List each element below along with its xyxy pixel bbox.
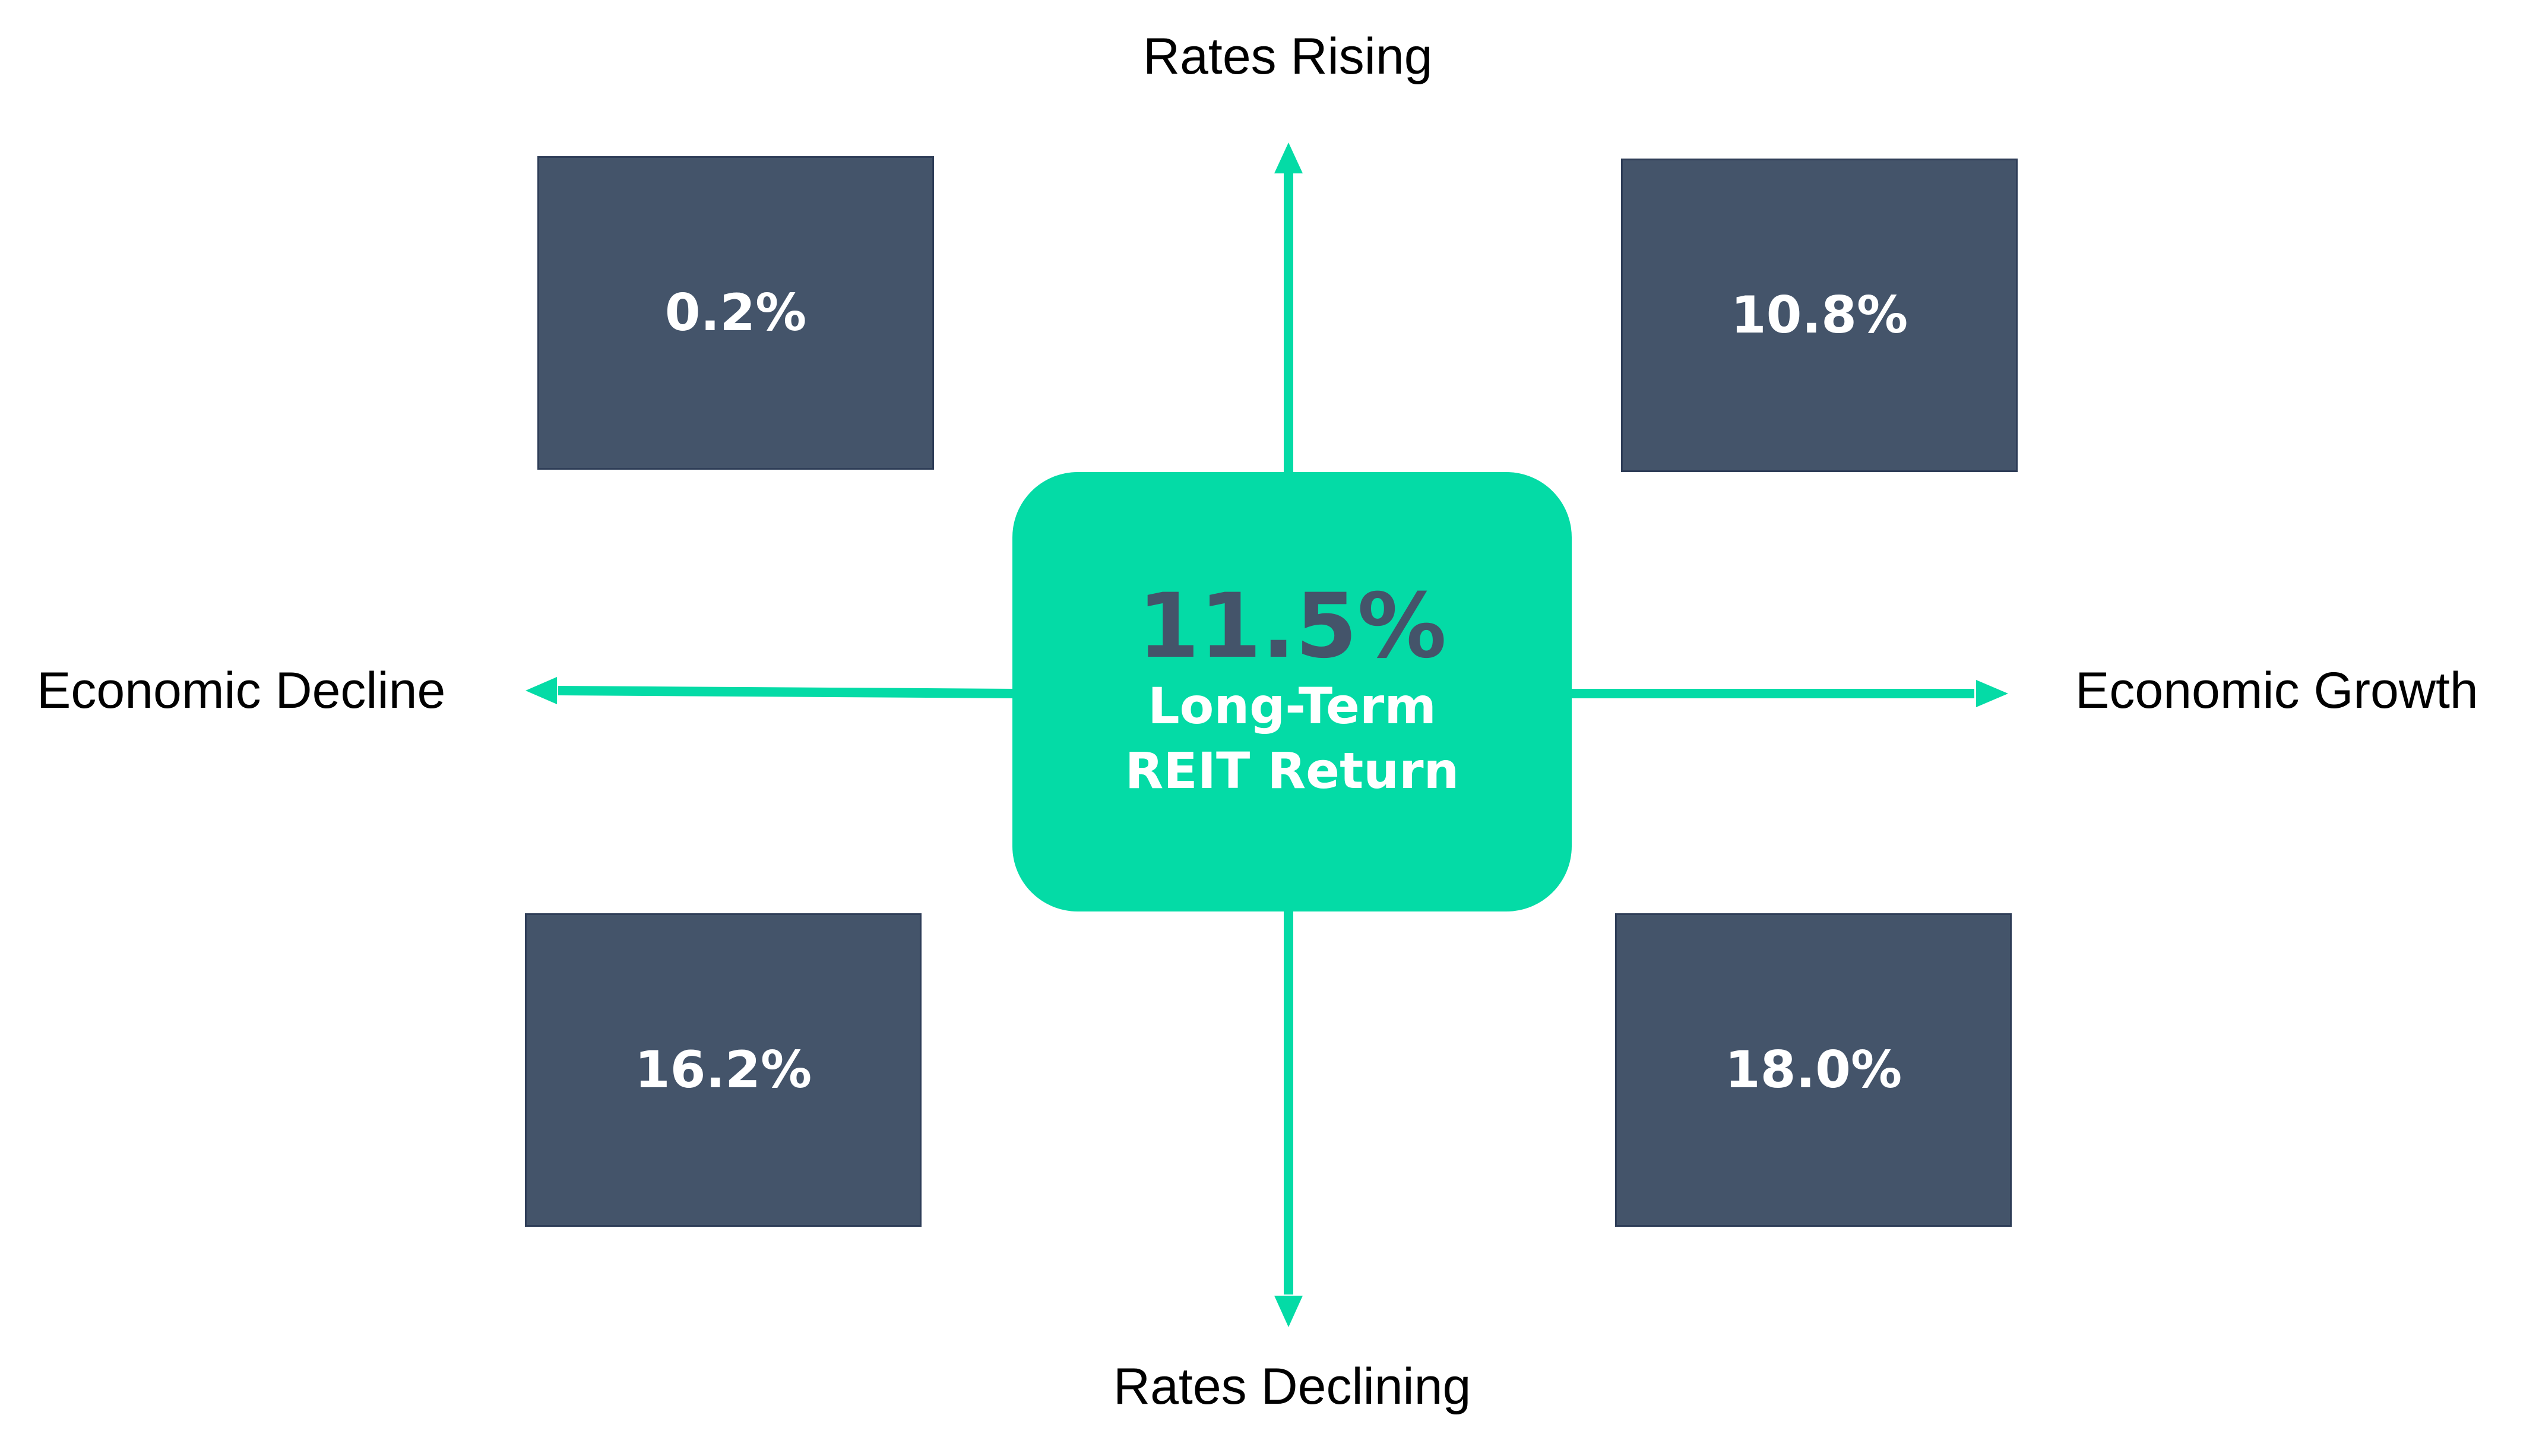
arrowhead-down xyxy=(1274,1296,1303,1327)
center-label-line1: Long-Term xyxy=(1148,676,1436,735)
arrowhead-right xyxy=(1976,680,2008,707)
center-label-line2: REIT Return xyxy=(1125,741,1460,800)
quadrant-bottom-left: 16.2% xyxy=(525,913,922,1227)
arrow-economic-decline xyxy=(558,686,1016,698)
center-reit-return-box: 11.5% Long-Term REIT Return xyxy=(1012,472,1572,911)
quadrant-bottom-right: 18.0% xyxy=(1615,913,2012,1227)
quadrant-value: 16.2% xyxy=(634,1040,812,1100)
label-rates-declining: Rates Declining xyxy=(1113,1358,1471,1415)
label-economic-growth: Economic Growth xyxy=(2075,662,2478,719)
arrowhead-up xyxy=(1274,143,1303,173)
label-rates-rising: Rates Rising xyxy=(1143,28,1433,85)
quadrant-value: 0.2% xyxy=(664,283,807,343)
arrowhead-left xyxy=(525,677,557,704)
label-economic-decline: Economic Decline xyxy=(37,662,446,719)
quadrant-value: 10.8% xyxy=(1730,286,1908,345)
quadrant-top-left: 0.2% xyxy=(537,156,934,470)
quadrant-top-right: 10.8% xyxy=(1621,159,2018,472)
center-value: 11.5% xyxy=(1137,575,1447,679)
quadrant-value: 18.0% xyxy=(1724,1040,1902,1100)
